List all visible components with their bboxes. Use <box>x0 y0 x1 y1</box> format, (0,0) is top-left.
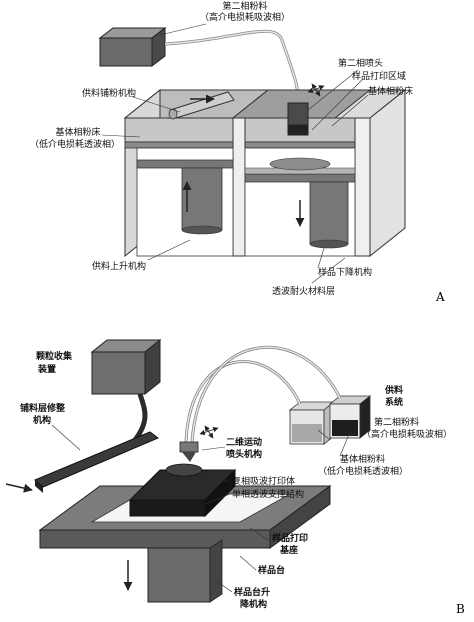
label-a-matrix-powder-bed-right: 基体相粉床 <box>368 87 414 97</box>
collector-hose <box>132 393 148 442</box>
label-a-matrix-powder-bed-left: 基体相粉床 <box>55 128 101 138</box>
label-b-layer-trimming-2: 机构 <box>33 416 52 426</box>
label-a-sample-print-area: 样品打印区域 <box>352 72 407 82</box>
feed-system-boxes <box>288 395 372 445</box>
label-b-nozzle-mechanism-1: 二维运动 <box>226 438 263 448</box>
label-b-print-base-1: 样品打印 <box>272 534 309 544</box>
panel-a-diagram <box>98 23 407 284</box>
trimming-direction-arrow <box>5 483 33 493</box>
panel-letter-a: A <box>436 290 445 304</box>
label-b-feed-system-2: 系统 <box>385 398 404 408</box>
label-b-matrix-powder-sub: （低介电损耗透波相） <box>318 467 409 477</box>
label-b-matrix-powder: 基体相粉料 <box>340 455 386 465</box>
2d-nozzle-head <box>179 441 199 462</box>
label-a-sample-lowering-mechanism: 样品下降机构 <box>318 268 373 278</box>
label-b-nozzle-mechanism-2: 喷头机构 <box>226 450 263 460</box>
label-a-feed-lifting-mechanism: 供料上升机构 <box>92 262 147 272</box>
label-a-feed-spreading-mechanism: 供料铺粉机构 <box>82 89 137 99</box>
nozzle-2d-arrows <box>199 425 219 439</box>
label-b-particle-collector-1: 颗粒收集 <box>36 352 73 362</box>
particle-collector-box <box>90 338 162 396</box>
print-stage <box>38 485 332 603</box>
feed-tubes <box>184 345 342 443</box>
label-b-print-base-2: 基座 <box>280 546 299 556</box>
label-b-second-phase-powder-sub: （高介电损耗吸波相） <box>362 430 453 440</box>
label-b-layer-trimming-1: 铺料层修整 <box>20 404 66 414</box>
second-phase-powder-hopper <box>98 26 167 68</box>
panel-letter-b: B <box>456 602 465 616</box>
label-b-support-structure: 单相透波支撑结构 <box>232 490 305 500</box>
panel-b-diagram <box>5 338 372 603</box>
label-b-stage-lifting-2: 降机构 <box>240 600 268 610</box>
label-b-particle-collector-2: 装置 <box>38 365 57 375</box>
label-b-feed-system-1: 供料 <box>385 386 404 396</box>
nozzle-motion-arrows <box>307 83 325 97</box>
label-b-sample-stage: 样品台 <box>258 566 286 576</box>
label-a-second-phase-powder: 第二相粉料 <box>222 2 268 12</box>
second-phase-nozzle <box>287 102 309 136</box>
label-b-composite-print: 复相吸波打印体 <box>232 477 296 487</box>
label-a-second-phase-powder-sub: （高介电损耗吸波相） <box>199 13 290 23</box>
label-a-second-phase-nozzle: 第二相喷头 <box>338 59 384 69</box>
label-b-second-phase-powder: 第二相粉料 <box>374 418 420 428</box>
layer-trimming-bar <box>34 431 159 493</box>
label-a-wave-transparent-refractory: 透波耐火材料层 <box>272 287 336 297</box>
powder-bed-machine <box>123 88 407 258</box>
panel-b-leaders <box>51 424 351 593</box>
label-a-matrix-powder-bed-left-sub: （低介电损耗透波相） <box>29 140 120 150</box>
label-b-stage-lifting-1: 样品台升 <box>234 588 271 598</box>
panel-a-leaders <box>101 23 369 284</box>
